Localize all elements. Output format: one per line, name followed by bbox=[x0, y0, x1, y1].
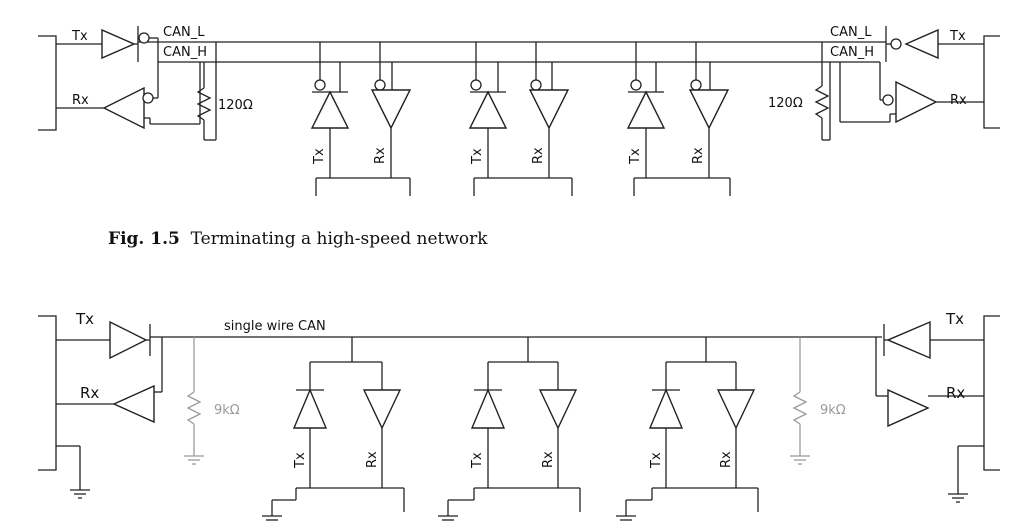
node-2-tx-label: Tx bbox=[470, 148, 485, 165]
node-3-tx-label: Tx bbox=[628, 148, 643, 165]
right-9k-resistor bbox=[792, 391, 808, 425]
node-1-rx-receiver-bottom bbox=[362, 389, 402, 430]
node-1-rx-label: Rx bbox=[373, 147, 388, 164]
right-rx-receiver bbox=[895, 80, 938, 124]
right-rx-label: Rx bbox=[950, 93, 967, 108]
right-can-h-label: CAN_H bbox=[830, 45, 874, 60]
node-3-rx-label: Rx bbox=[691, 147, 706, 164]
node-1-tx-label: Tx bbox=[312, 148, 327, 165]
node-1-rx-receiver bbox=[370, 89, 412, 130]
node-2-bottom bbox=[438, 337, 581, 521]
left-tx-driver bbox=[101, 28, 136, 60]
node-2-rx-receiver bbox=[528, 89, 570, 130]
left-rx-receiver bbox=[102, 86, 145, 130]
right-tx-label-bottom: Tx bbox=[945, 310, 964, 328]
left-can-l-label: CAN_L bbox=[163, 25, 205, 40]
node-1-tx-driver bbox=[310, 90, 350, 129]
node-3-rx-receiver bbox=[688, 89, 730, 130]
figure-caption-text: Terminating a high-speed network bbox=[190, 229, 488, 249]
right-resistor-label: 120Ω bbox=[768, 96, 803, 111]
node-1-tx-driver-bottom bbox=[292, 388, 328, 429]
figure-caption: Fig. 1.5 Terminating a high-speed networ… bbox=[108, 229, 488, 249]
node-2-tx-driver bbox=[468, 90, 508, 129]
left-rx-label-bottom: Rx bbox=[80, 384, 99, 402]
node-3-bottom bbox=[616, 337, 759, 521]
node-3-tx-driver bbox=[626, 90, 666, 129]
right-tx-driver-bottom bbox=[886, 320, 931, 360]
node-2-rx-label: Rx bbox=[531, 147, 546, 164]
node-2 bbox=[468, 42, 573, 196]
left-tx-label-bottom: Tx bbox=[75, 310, 94, 328]
node-1-tx-label-bottom: Tx bbox=[293, 452, 308, 469]
node-2-rx-receiver-bottom bbox=[538, 389, 578, 430]
bus-label: single wire CAN bbox=[224, 319, 326, 334]
left-9k-resistor bbox=[186, 391, 202, 425]
right-termination-resistor bbox=[814, 85, 830, 119]
node-1 bbox=[310, 42, 412, 196]
right-tx-label: Tx bbox=[949, 29, 966, 44]
figure-number: Fig. 1.5 bbox=[108, 229, 180, 249]
node-2-tx-label-bottom: Tx bbox=[470, 452, 485, 469]
right-resistor-label-bottom: 9kΩ bbox=[820, 403, 846, 418]
high-speed-can-diagram: Tx Rx CAN_L CAN_H 120Ω Tx Rx CAN_L CAN_H… bbox=[38, 25, 1000, 196]
left-tx-label: Tx bbox=[71, 29, 88, 44]
left-ecu-bracket bbox=[38, 35, 57, 131]
node-3 bbox=[626, 42, 731, 196]
node-2-rx-label-bottom: Rx bbox=[541, 451, 556, 468]
right-tx-driver bbox=[904, 28, 939, 60]
node-3-rx-receiver-bottom bbox=[716, 389, 756, 430]
node-1-rx-label-bottom: Rx bbox=[365, 451, 380, 468]
left-rx-receiver-bottom bbox=[112, 384, 155, 424]
left-ecu-bracket-bottom bbox=[38, 315, 57, 471]
right-ecu-bracket-bottom bbox=[983, 315, 1000, 471]
node-3-rx-label-bottom: Rx bbox=[719, 451, 734, 468]
left-rx-label: Rx bbox=[72, 93, 89, 108]
node-1-bottom bbox=[262, 337, 405, 521]
left-termination-resistor bbox=[196, 87, 212, 121]
node-3-tx-label-bottom: Tx bbox=[649, 452, 664, 469]
right-ecu-bracket bbox=[983, 35, 1000, 129]
node-2-tx-driver-bottom bbox=[470, 388, 506, 429]
left-can-h-label: CAN_H bbox=[163, 45, 207, 60]
node-3-tx-driver-bottom bbox=[648, 388, 684, 429]
left-resistor-label-bottom: 9kΩ bbox=[214, 403, 240, 418]
left-tx-driver-bottom bbox=[109, 320, 148, 360]
right-rx-receiver-bottom bbox=[887, 388, 930, 428]
left-resistor-label: 120Ω bbox=[218, 98, 253, 113]
right-rx-label-bottom: Rx bbox=[946, 384, 965, 402]
right-can-l-label: CAN_L bbox=[830, 25, 872, 40]
